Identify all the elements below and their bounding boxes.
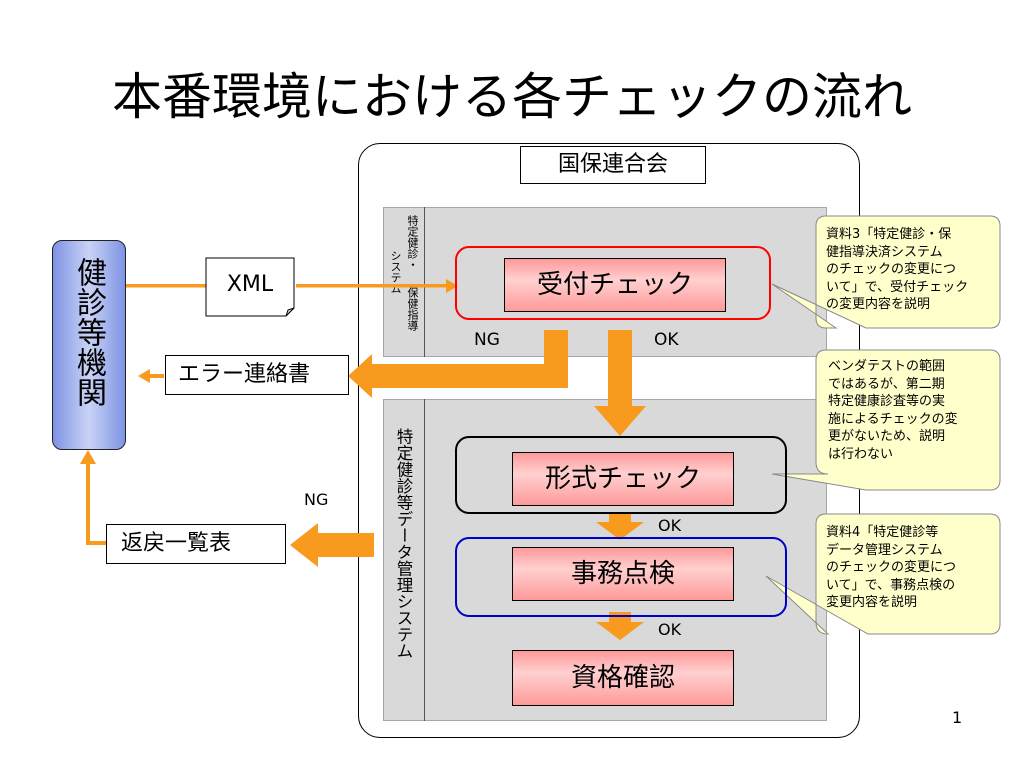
callout-1-line: いて」で、受付チェック xyxy=(826,279,969,295)
arrow-xml-line xyxy=(296,284,448,288)
office-frame xyxy=(455,537,787,617)
callout-2-line: 特定健康診査等の実 xyxy=(828,394,946,409)
callout-1-line: のチェックの変更につ xyxy=(826,262,957,277)
ng-label-top: NG xyxy=(474,330,500,350)
ok-label-2: OK xyxy=(658,620,682,639)
office-check-box: 事務点検 xyxy=(512,547,734,601)
callout-3-line: 変更内容を説明 xyxy=(826,595,918,610)
arrow-format-office-head xyxy=(596,522,644,540)
arrow-ok-head xyxy=(594,406,646,436)
receipt-frame xyxy=(455,246,771,320)
qualification-check-box: 資格確認 xyxy=(512,650,734,706)
page-number: 1 xyxy=(952,708,963,727)
arrow-office-qual-head xyxy=(596,622,644,640)
callout-1-line: 資料3「特定健診・保 xyxy=(826,227,952,242)
callout-3-shape xyxy=(765,513,1001,635)
return-list-box: 返戻一覧表 xyxy=(106,524,286,564)
callout-2-line: 施によるチェックの変 xyxy=(828,411,958,427)
panel-data-management-label: 特定健診等データ管理システム xyxy=(394,428,413,659)
callout-1-shape xyxy=(771,215,1001,329)
arrow-return-shaft xyxy=(318,533,374,557)
arrow-error-head xyxy=(138,369,150,383)
panel-health-guidance-label-2: 保健指導 xyxy=(406,287,419,331)
xml-document xyxy=(205,257,295,317)
callout-3-text: 資料4「特定健診等 データ管理システム のチェックの変更につ いて」で、事務点検… xyxy=(826,524,956,612)
panel-data-management-side xyxy=(383,399,425,721)
ok-label-top: OK xyxy=(654,330,679,350)
xml-label: XML xyxy=(226,272,274,297)
callout-2-line: ではあるが、第二期 xyxy=(828,376,945,392)
page-title: 本番環境における各チェックの流れ xyxy=(112,68,912,126)
arrow-ng-head xyxy=(348,354,372,398)
callout-3-line: いて」で、事務点検の xyxy=(826,577,956,593)
error-notice-box: エラー連絡書 xyxy=(165,355,349,395)
ok-label-1: OK xyxy=(658,516,682,535)
callout-1-line: の変更内容を説明 xyxy=(826,297,931,312)
clinic-box xyxy=(52,240,126,450)
arrow-format-office-shaft xyxy=(609,512,631,524)
clinic-label: 健診等機関 xyxy=(71,257,106,407)
callout-2-line: 更がないため、説明 xyxy=(828,429,946,444)
panel-health-guidance-label-1: 特定健診・ xyxy=(406,215,419,270)
format-frame xyxy=(455,436,787,514)
arrow-clinic-to-xml xyxy=(126,284,210,288)
panel-health-guidance-side xyxy=(383,207,425,357)
arrow-xml-head xyxy=(446,279,458,293)
panel-health-guidance-label-3: システム xyxy=(389,250,402,294)
arrow-return-up-head xyxy=(80,450,96,464)
format-check-box: 形式チェック xyxy=(512,452,734,506)
receipt-check-box: 受付チェック xyxy=(504,258,726,312)
callout-3-line: データ管理システム xyxy=(826,542,943,558)
callout-1-line: 健指導決済システム xyxy=(826,244,943,260)
arrow-ng-horizontal xyxy=(372,364,568,388)
org-label: 国保連合会 xyxy=(520,146,706,184)
callout-1-text: 資料3「特定健診・保 健指導決済システム のチェックの変更につ いて」で、受付チ… xyxy=(826,226,968,314)
callout-2-line: は行わない xyxy=(828,446,894,462)
callout-2-text: ベンダテストの範囲 ではあるが、第二期 特定健康診査等の実 施によるチェックの変… xyxy=(828,358,958,463)
callout-3-line: 資料4「特定健診等 xyxy=(826,525,939,540)
callout-2-line: ベンダテストの範囲 xyxy=(828,359,946,374)
arrow-return-h xyxy=(86,541,106,545)
arrow-return-head xyxy=(290,523,318,567)
callout-3-line: のチェックの変更につ xyxy=(826,560,957,575)
callout-2-shape xyxy=(771,349,1001,491)
ng-label-left: NG xyxy=(304,490,329,509)
arrow-ok-shaft xyxy=(608,330,632,408)
arrow-return-v xyxy=(86,462,90,545)
callout-shapes xyxy=(765,215,1001,635)
arrow-error-to-clinic xyxy=(150,374,164,378)
